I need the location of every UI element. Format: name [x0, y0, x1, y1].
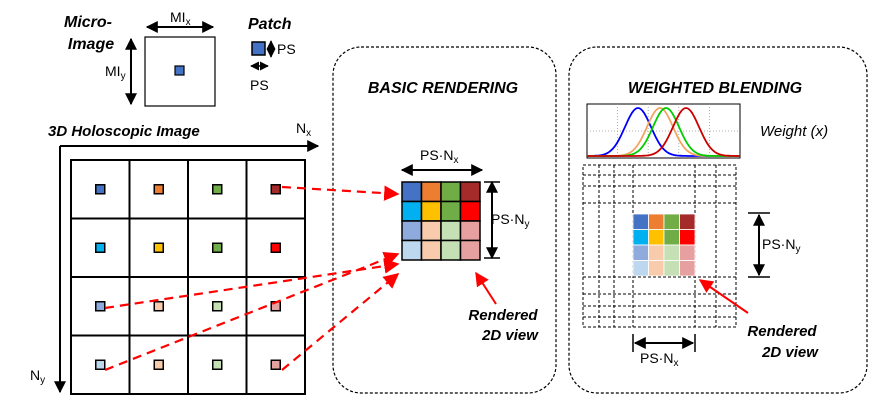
micro-image-patch: [153, 242, 164, 253]
mosaic-cell: [459, 200, 481, 222]
blend-mosaic-cell: [663, 229, 680, 246]
weighted-blending-panel: WEIGHTED BLENDING Weight (x) PS·Ny PS·Nx…: [568, 46, 868, 394]
basic-height-label: PS·Ny: [491, 211, 529, 230]
mapping-arrows: [104, 185, 400, 372]
weighted-title: WEIGHTED BLENDING: [628, 80, 802, 97]
blend-height-label: PS·Ny: [762, 236, 800, 255]
mapping-arrow: [104, 258, 400, 310]
blend-mosaic-cell: [679, 229, 696, 246]
micro-image-title-line1: Micro-: [64, 14, 112, 31]
blend-width-label: PS·Nx: [640, 350, 678, 369]
basic-panel-border: [332, 46, 557, 394]
blend-mosaic-cell: [663, 244, 680, 261]
blend-rendered-line1: Rendered: [747, 323, 817, 340]
micro-image-patch: [212, 301, 223, 312]
mosaic-cell: [420, 220, 442, 242]
holoscopic-image: 3D Holoscopic Image Nx Ny: [30, 120, 320, 395]
basic-rendered-line1: Rendered: [468, 307, 538, 324]
micro-image-patch: [153, 301, 164, 312]
holoscopic-title: 3D Holoscopic Image: [48, 123, 200, 140]
micro-image-patch: [95, 184, 106, 195]
mosaic-cell: [401, 220, 423, 242]
micro-image-patch: [212, 184, 223, 195]
holoscopic-grid: [70, 159, 306, 395]
patch-ps-bottom: PS: [250, 77, 269, 93]
mosaic-cell: [420, 181, 442, 203]
blend-mosaic-cell: [679, 260, 696, 277]
mosaic-cell: [440, 181, 462, 203]
micro-image-patch: [270, 359, 281, 370]
patch-ps-right: PS: [277, 41, 296, 57]
blend-mosaic-cell: [663, 260, 680, 277]
blend-mosaic-cell: [632, 260, 649, 277]
blend-mosaic: [632, 213, 696, 277]
mi-x-label: MIx: [170, 9, 191, 28]
mosaic-cell: [440, 239, 462, 261]
micro-image-patch: [153, 184, 164, 195]
nx-label: Nx: [296, 120, 311, 139]
weight-curve: [587, 107, 740, 157]
micro-image-patch: [270, 184, 281, 195]
basic-rendering-panel: BASIC RENDERING PS·Nx PS·Ny Rendered 2D …: [332, 46, 557, 394]
blend-mosaic-cell: [648, 244, 665, 261]
mosaic-cell: [420, 200, 442, 222]
micro-image-legend: Micro- Image MIx MIy: [64, 9, 216, 107]
micro-image-patch: [212, 242, 223, 253]
ny-label: Ny: [30, 367, 45, 386]
mosaic-cell: [401, 239, 423, 261]
mosaic-cell: [459, 220, 481, 242]
mosaic-cell: [459, 239, 481, 261]
patch-legend: Patch PS PS: [248, 16, 296, 93]
mosaic-cell: [440, 200, 462, 222]
mapping-arrow: [281, 185, 400, 201]
blend-mosaic-cell: [632, 229, 649, 246]
blend-mosaic-cell: [632, 213, 649, 230]
mosaic-cell: [401, 181, 423, 203]
micro-image-patch: [95, 301, 106, 312]
blend-mosaic-cell: [679, 213, 696, 230]
weight-label: Weight (x): [760, 123, 828, 140]
basic-mosaic: [401, 181, 481, 261]
basic-title: BASIC RENDERING: [368, 80, 518, 97]
micro-image-patch: [270, 242, 281, 253]
mosaic-cell: [440, 220, 462, 242]
mapping-arrow: [104, 251, 400, 372]
mosaic-cell: [401, 200, 423, 222]
blend-grid-frame: [582, 164, 737, 328]
blend-mosaic-cell: [632, 244, 649, 261]
mosaic-cell: [459, 181, 481, 203]
blend-rendered-line2: 2D view: [761, 344, 819, 361]
blend-mosaic-cell: [663, 213, 680, 230]
blend-mosaic-cell: [679, 244, 696, 261]
mapping-arrow: [281, 273, 400, 371]
basic-rendered-line2: 2D view: [481, 327, 539, 344]
weight-curves: [587, 107, 740, 157]
blend-mosaic-cell: [648, 260, 665, 277]
patch-title: Patch: [248, 16, 292, 33]
weight-plot-grid: [587, 104, 740, 158]
blend-mosaic-cell: [648, 229, 665, 246]
micro-image-patch: [212, 359, 223, 370]
micro-image-patch: [153, 359, 164, 370]
patch-square: [251, 41, 266, 56]
micro-image-title-line2: Image: [68, 36, 114, 53]
micro-image-patch: [174, 65, 185, 76]
basic-rendered-arrow: [475, 271, 497, 305]
mi-y-label: MIy: [105, 63, 126, 82]
mosaic-cell: [420, 239, 442, 261]
micro-image-patch: [95, 242, 106, 253]
weighted-panel-border: [568, 46, 868, 394]
blend-rendered-arrow: [698, 279, 749, 314]
weight-plot: [586, 103, 741, 159]
blend-mosaic-cell: [648, 213, 665, 230]
basic-width-label: PS·Nx: [420, 147, 458, 166]
micro-image-patch: [95, 359, 106, 370]
